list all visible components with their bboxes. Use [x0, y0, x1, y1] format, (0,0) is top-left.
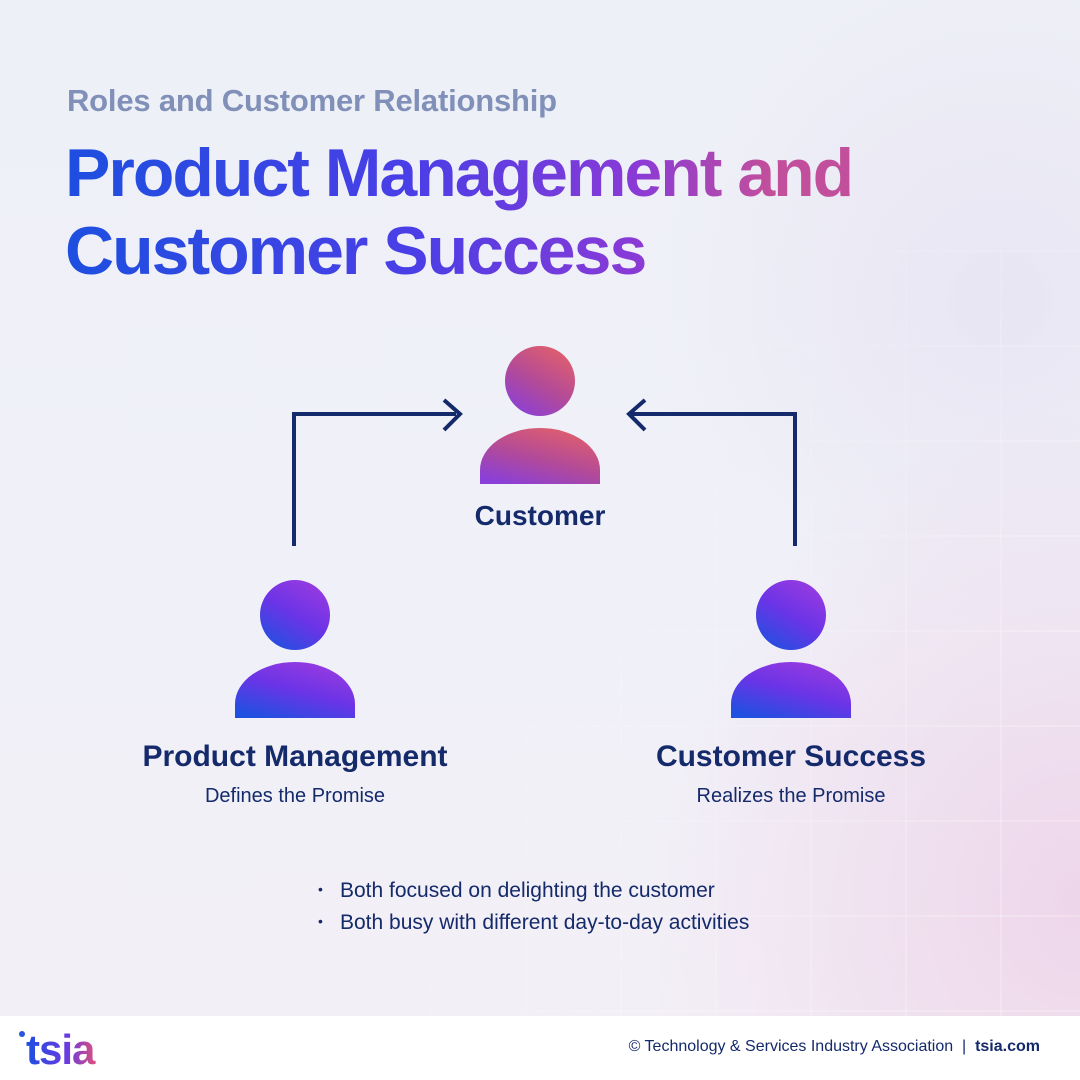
- website-link[interactable]: tsia.com: [975, 1038, 1040, 1055]
- relationship-diagram: [235, 346, 851, 718]
- edge-product-management-to-customer: [292, 398, 463, 546]
- customer-success-person-icon: [731, 580, 851, 718]
- edge-customer-success-to-customer: [626, 398, 797, 546]
- product-management-description: Defines the Promise: [204, 785, 386, 807]
- bullet-icon: •: [318, 913, 323, 929]
- product-management-label: Product Management: [142, 740, 448, 773]
- customer-success-label: Customer Success: [655, 740, 927, 773]
- logo-text: tsia: [26, 1026, 96, 1070]
- list-item: •Both busy with different day-to-day act…: [318, 906, 749, 938]
- copyright-notice: © Technology & Services Industry Associa…: [628, 1038, 1040, 1055]
- connector-line: [632, 412, 797, 546]
- footer: [0, 1016, 1080, 1080]
- bullet-icon: •: [318, 881, 323, 897]
- product-management-person-icon: [235, 580, 355, 718]
- background: [0, 0, 1080, 1016]
- arrow-head-icon: [442, 398, 463, 432]
- bullet-list: •Both focused on delighting the customer…: [318, 874, 749, 938]
- connector-line: [292, 412, 456, 546]
- list-item: •Both focused on delighting the customer: [318, 874, 749, 906]
- page-subtitle: Roles and Customer Relationship: [67, 83, 557, 118]
- customer-person-icon: [480, 346, 600, 484]
- customer-success-description: Realizes the Promise: [696, 785, 886, 807]
- customer-label: Customer: [474, 500, 606, 531]
- tsia-logo: tsia: [19, 1026, 97, 1070]
- arrow-head-icon: [626, 398, 647, 432]
